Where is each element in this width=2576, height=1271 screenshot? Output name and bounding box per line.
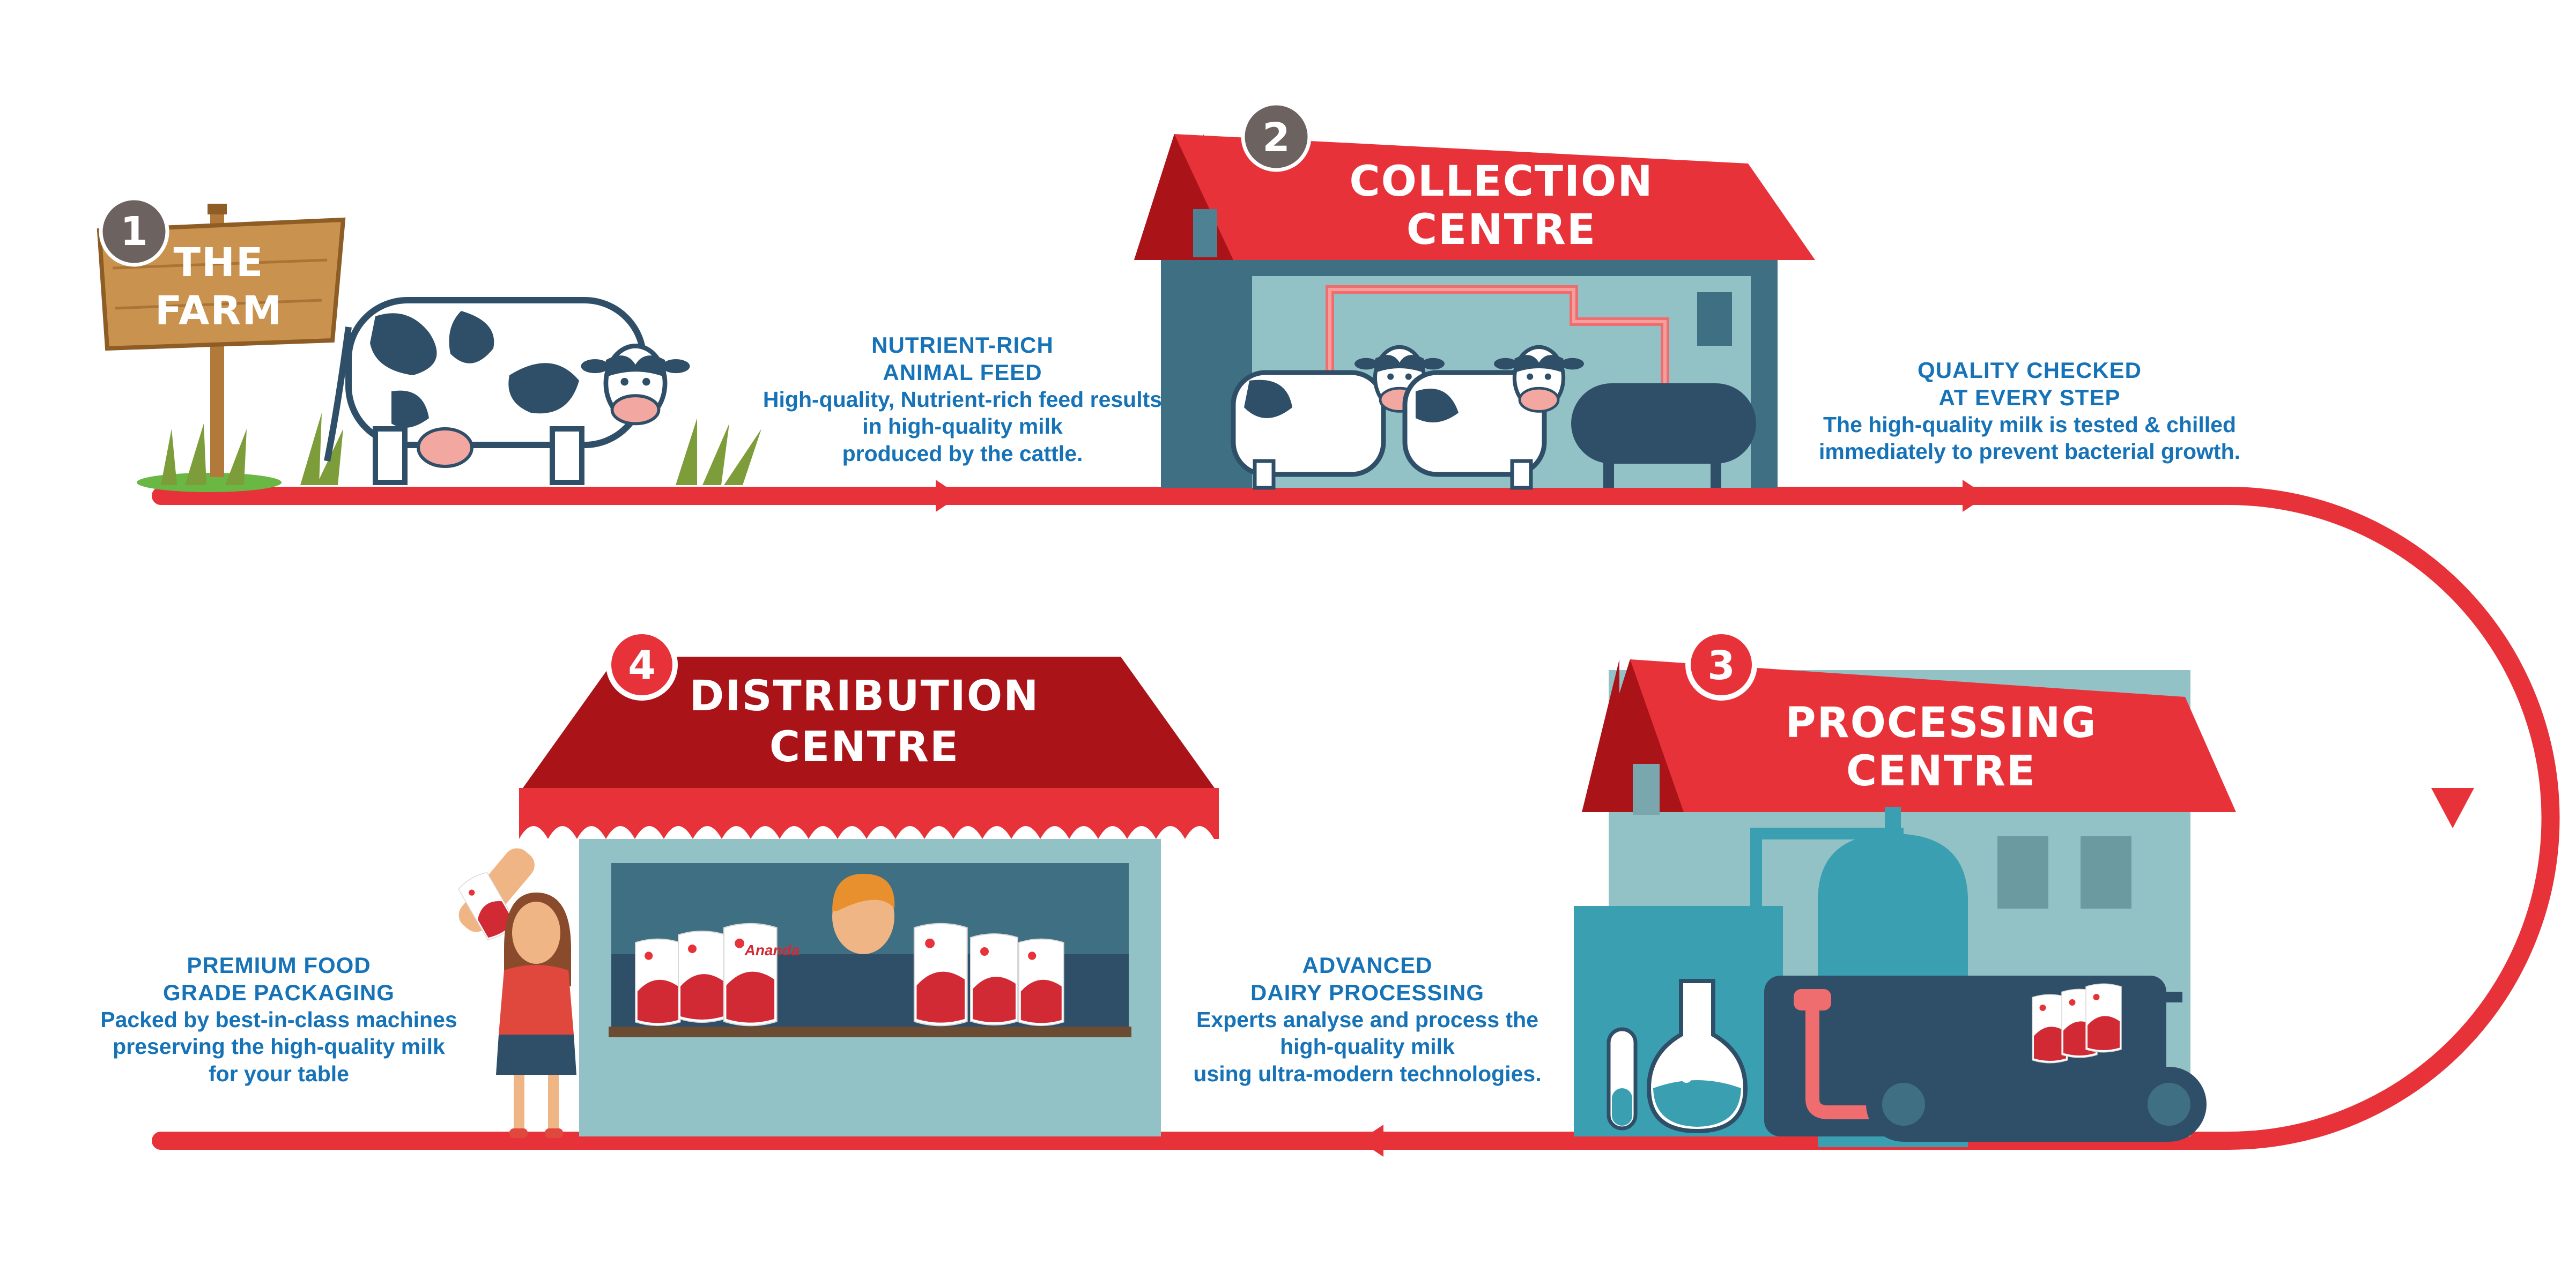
stage-title-line1: THE [174,240,264,286]
caption-body: preserving the high-quality milk [113,1034,445,1059]
person-icon [820,874,906,1029]
flow-arrow-icon [1359,1125,1383,1157]
stage-title-line1: COLLECTION [1349,158,1653,206]
cow-icon [1402,347,1584,490]
flow-path [152,480,2560,1157]
stage-title-line2: FARM [155,288,283,334]
cow-icon [1231,347,1445,490]
caption-body: for your table [209,1061,349,1086]
flow-arrow-icon [1963,480,1987,512]
caption-body: high-quality milk [1280,1034,1455,1059]
caption-body: Packed by best-in-class machines [100,1007,457,1032]
caption-heading: GRADE PACKAGING [163,980,395,1006]
caption-body: Experts analyse and process the [1196,1007,1539,1032]
caption-heading: ADVANCED [1302,953,1433,978]
stage-title-line2: CENTRE [1846,747,2036,796]
caption-heading: PREMIUM FOOD [187,953,371,978]
stage-title-line1: DISTRIBUTION [690,672,1040,720]
caption-quality: QUALITY CHECKED AT EVERY STEP The high-q… [1761,356,2298,465]
caption-packaging: PREMIUM FOOD GRADE PACKAGING Packed by b… [29,952,528,1087]
flow-arrow-icon [2431,788,2474,828]
stage-badge: 4 [606,629,678,701]
stage-badge: 3 [1685,629,1757,701]
caption-heading: QUALITY CHECKED [1918,358,2142,383]
stage-title-line1: PROCESSING [1785,699,2097,747]
caption-body: High-quality, Nutrient-rich feed results [763,387,1163,412]
caption-heading: AT EVERY STEP [1938,385,2121,411]
flow-arrow-icon [936,480,960,512]
stage-badge: 1 [99,196,169,267]
stage-title-line2: CENTRE [1407,206,1596,254]
stage-number: 4 [628,643,656,689]
caption-feed: NUTRIENT-RICH ANIMAL FEED High-quality, … [713,331,1212,467]
stage-number: 3 [1707,643,1735,689]
cow-icon [324,297,690,485]
caption-body: produced by the cattle. [842,441,1083,466]
caption-body: in high-quality milk [862,414,1063,439]
stage-farm: 1 THE FARM [97,196,761,492]
person-icon [456,848,576,1138]
stage-badge: 2 [1241,101,1312,172]
test-tube-icon [1607,1027,1638,1131]
stage-distribution: Ananda 4 DISTRIBUTION CENTRE [456,629,1219,1138]
stage-processing: 3 PROCESSING CENTRE [1574,629,2236,1147]
stage-collection: 2 COLLECTION CENTRE [1134,101,1815,490]
caption-heading: DAIRY PROCESSING [1250,980,1485,1006]
caption-heading: ANIMAL FEED [883,360,1042,385]
caption-body: immediately to prevent bacterial growth. [1818,439,2241,464]
stage-title-line2: CENTRE [769,723,959,771]
caption-processing: ADVANCED DAIRY PROCESSING Experts analys… [1118,952,1617,1087]
brand-label: Ananda [744,942,800,958]
caption-heading: NUTRIENT-RICH [871,332,1054,358]
milk-packet-icon [2032,983,2122,1064]
flask-icon [1646,979,1748,1134]
caption-body: using ultra-modern technologies. [1193,1061,1542,1086]
stage-number: 2 [1262,115,1290,161]
caption-body: The high-quality milk is tested & chille… [1823,412,2236,437]
stage-number: 1 [120,209,148,255]
milk-tank-icon [1571,383,1756,488]
